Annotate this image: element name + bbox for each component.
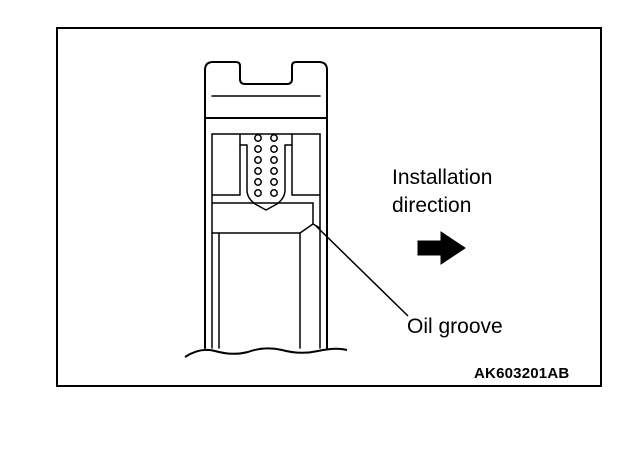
cap-outline [204,61,328,119]
spring-coils [254,134,278,197]
installation-direction-label-line2: direction [392,194,472,217]
spool-mid-line [211,223,314,234]
bore-outline [239,133,293,211]
right-arrow-icon [417,231,466,265]
installation-direction-label-line1: Installation [392,166,493,189]
oil-groove-notch [312,202,321,229]
oil-groove-label: Oil groove [407,315,503,338]
figure-code: AK603201AB [474,365,570,382]
oil-groove-leader [315,225,409,317]
bore-right-step [291,144,321,196]
bore-left-step [211,144,241,196]
figure-frame [56,27,602,387]
break-line [184,347,348,358]
